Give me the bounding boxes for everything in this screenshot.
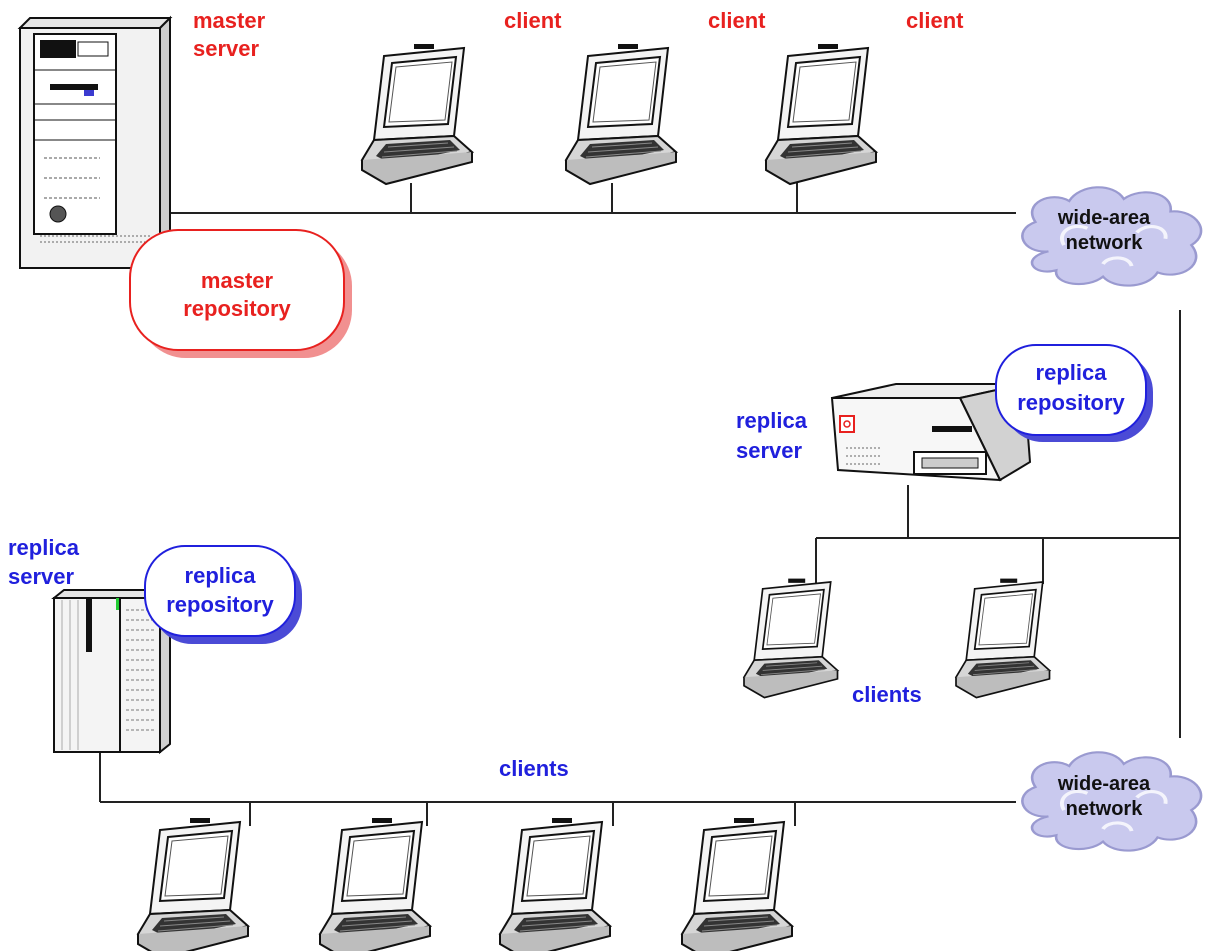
client-label: client: [708, 8, 766, 33]
master-server-label-2: server: [193, 36, 260, 61]
replica-repository-label-2: repository: [1017, 390, 1125, 415]
master-server-icon: [17, 15, 173, 271]
master-server-label-1: master: [193, 8, 266, 33]
replica-server-label-2: server: [736, 438, 803, 463]
replica-server-label-1: replica: [8, 535, 79, 560]
laptop-icon: [681, 817, 793, 951]
laptop-icon: [319, 817, 431, 951]
laptop-icon: [955, 577, 1051, 699]
laptop-icon: [765, 43, 877, 185]
repository-bubble: [995, 344, 1153, 442]
clients-label: clients: [499, 756, 569, 781]
master-repository-label-2: repository: [183, 296, 291, 321]
client-label: client: [504, 8, 562, 33]
network-lines: [99, 183, 1181, 826]
wan-label-1: wide-area: [1057, 207, 1151, 229]
master-repository-label-1: master: [200, 268, 274, 293]
replica-repository-label-1: replica: [184, 563, 256, 588]
replica-server-label-2: server: [8, 564, 75, 589]
desktop-server-icon: [830, 382, 1032, 482]
laptop-icon: [743, 577, 839, 699]
laptop-icon: [361, 43, 473, 185]
laptop-icon: [499, 817, 611, 951]
wan-label-2: network: [1065, 798, 1143, 820]
replica-repository-label-2: repository: [166, 592, 274, 617]
client-label: client: [906, 8, 964, 33]
repository-bubble: [144, 545, 302, 644]
clients-label: clients: [852, 682, 922, 707]
laptop-icon: [565, 43, 677, 185]
wan-label-1: wide-area: [1057, 773, 1151, 795]
master-repository-bubble: [129, 229, 352, 358]
laptop-icon: [137, 817, 249, 951]
wan-label-2: network: [1065, 232, 1143, 254]
replica-server-label-1: replica: [736, 408, 807, 433]
replica-repository-label-1: replica: [1035, 360, 1107, 385]
